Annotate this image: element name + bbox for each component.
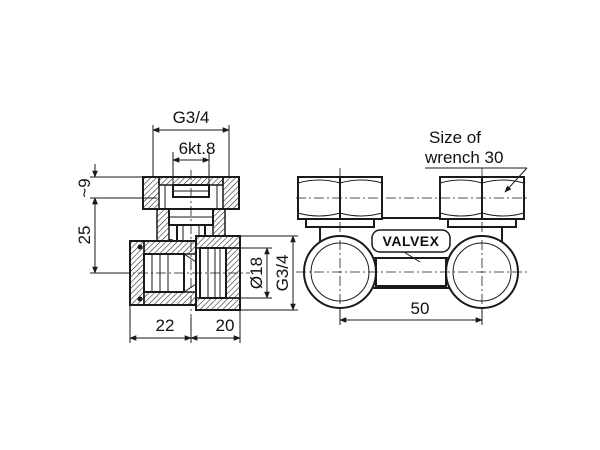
wrench-note-line2: wrench 30 xyxy=(424,148,503,167)
left-hex-nut xyxy=(297,176,383,228)
wrench-note: Size of wrench 30 xyxy=(424,128,528,193)
dim-height: 25 xyxy=(75,197,130,274)
dim-hex-socket: 6kt.8 xyxy=(172,139,216,185)
dim-diameters: Ø18 G3/4 xyxy=(226,235,298,311)
dim-top-thread: G3/4 xyxy=(152,108,230,177)
label-spacing: 50 xyxy=(411,299,430,318)
dim-lengths: 22 20 xyxy=(129,305,241,343)
dim-spacing: 50 xyxy=(339,299,483,325)
label-inner-diameter: Ø18 xyxy=(247,257,266,289)
label-left-length: 22 xyxy=(156,316,175,335)
label-top-thread: G3/4 xyxy=(173,108,210,127)
brand-logo: VALVEX xyxy=(371,229,451,263)
label-hex-socket: 6kt.8 xyxy=(179,139,216,158)
front-view: VALVEX Size of wrench 30 50 xyxy=(296,128,528,325)
brand-text: VALVEX xyxy=(383,233,440,249)
section-view: G3/4 6kt.8 ~9 25 xyxy=(75,108,298,343)
label-cap-height: ~9 xyxy=(75,178,94,197)
wrench-note-line1: Size of xyxy=(429,128,481,147)
label-right-length: 20 xyxy=(216,316,235,335)
label-side-thread: G3/4 xyxy=(273,255,292,292)
label-height: 25 xyxy=(75,226,94,245)
